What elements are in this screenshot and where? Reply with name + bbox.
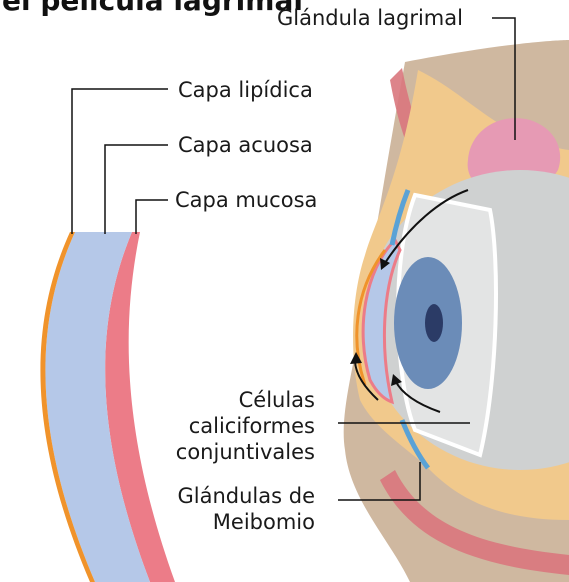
label-capa-lipidica: Capa lipídica [178, 78, 313, 102]
label-celulas-2: caliciformes [150, 414, 315, 438]
label-glandula-lagrimal: Glándula lagrimal [277, 6, 463, 30]
leader-capa-mucosa [136, 200, 168, 234]
label-meibomio-2: Meibomio [150, 510, 315, 534]
label-celulas-3: conjuntivales [150, 440, 315, 464]
label-meibomio-1: Glándulas de [150, 484, 315, 508]
pupil [425, 304, 443, 342]
label-celulas-1: Células [150, 388, 315, 412]
label-capa-mucosa: Capa mucosa [175, 188, 317, 212]
leader-capa-lipidica [72, 89, 168, 234]
label-capa-acuosa: Capa acuosa [178, 133, 313, 157]
